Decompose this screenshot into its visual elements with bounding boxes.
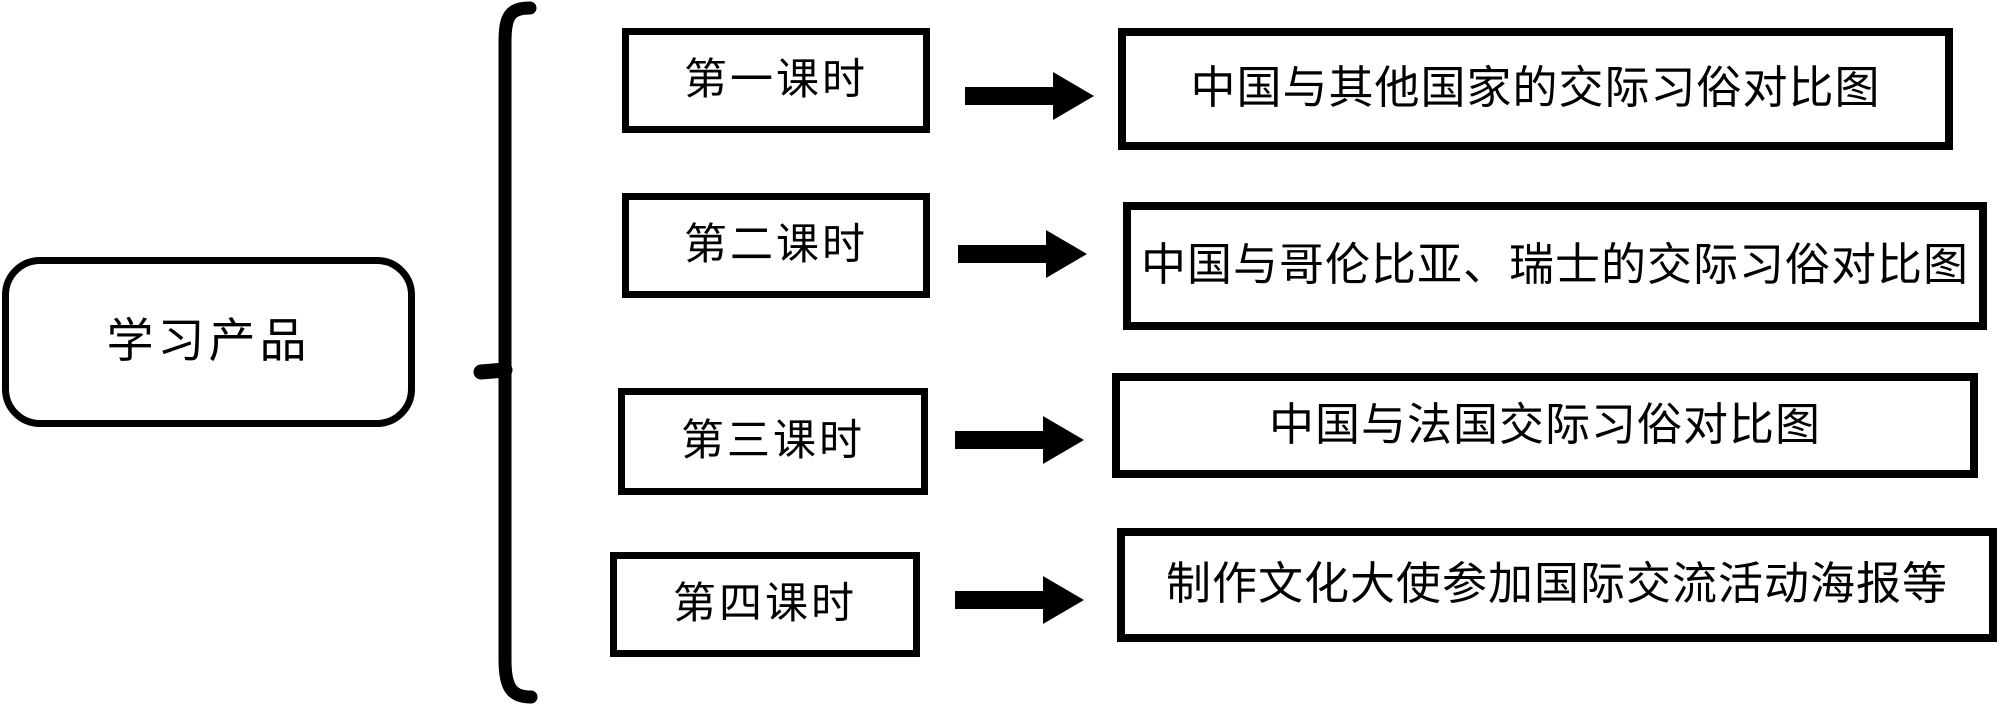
left-brace-icon <box>468 0 548 705</box>
product-2-label: 中国与哥伦比亚、瑞士的交际习俗对比图 <box>1140 240 1969 291</box>
arrow-right-icon <box>955 575 1085 625</box>
lesson-4-box: 第四课时 <box>610 552 920 657</box>
lesson-1-label: 第一课时 <box>684 56 868 104</box>
lesson-1-box: 第一课时 <box>622 28 930 133</box>
product-4-label: 制作文化大使参加国际交流活动海报等 <box>1165 559 1948 610</box>
lesson-3-label: 第三课时 <box>681 417 865 465</box>
arrow-right-icon <box>965 71 1095 121</box>
product-4-box: 制作文化大使参加国际交流活动海报等 <box>1117 528 1997 642</box>
arrow-right-icon <box>958 229 1088 279</box>
lesson-3-box: 第三课时 <box>618 388 928 495</box>
product-1-box: 中国与其他国家的交际习俗对比图 <box>1118 28 1953 150</box>
root-node-label: 学习产品 <box>106 315 311 368</box>
product-3-box: 中国与法国交际习俗对比图 <box>1112 373 1978 478</box>
root-node-box: 学习产品 <box>2 257 415 427</box>
lesson-4-label: 第四课时 <box>673 580 857 628</box>
arrow-right-icon <box>955 415 1085 465</box>
lesson-2-box: 第二课时 <box>622 193 930 298</box>
product-3-label: 中国与法国交际习俗对比图 <box>1268 399 1821 450</box>
product-2-box: 中国与哥伦比亚、瑞士的交际习俗对比图 <box>1123 202 1987 330</box>
lesson-2-label: 第二课时 <box>684 221 868 269</box>
product-1-label: 中国与其他国家的交际习俗对比图 <box>1190 63 1881 114</box>
